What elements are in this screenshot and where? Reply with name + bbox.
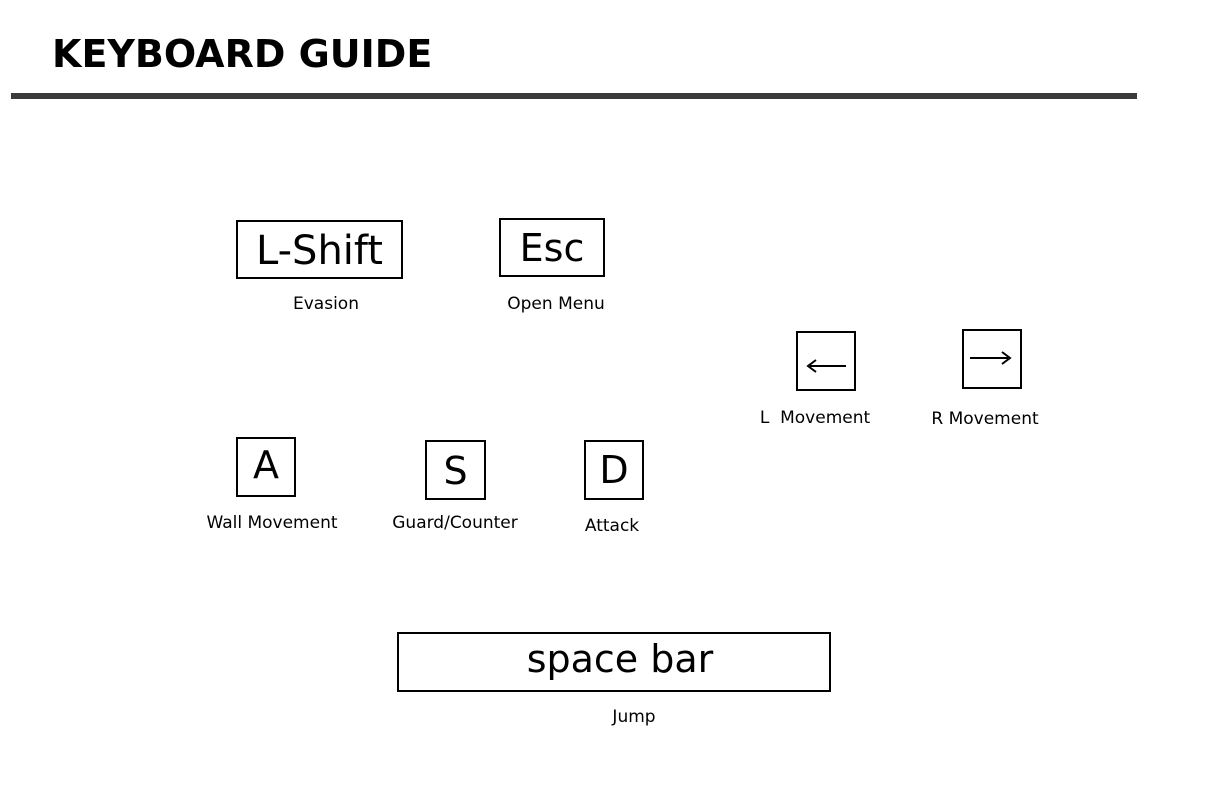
esc-key: Esc: [499, 218, 605, 277]
space-bar-key-label: space bar: [526, 637, 714, 681]
page-title: KEYBOARD GUIDE: [52, 32, 433, 76]
title-divider: [11, 93, 1137, 99]
space-bar-caption: Jump: [612, 707, 656, 727]
s-key-label: S: [443, 449, 468, 493]
left-arrow-caption: L Movement: [759, 408, 871, 428]
a-key: A: [236, 437, 296, 497]
s-key: S: [425, 440, 486, 500]
space-bar-key: space bar: [397, 632, 831, 692]
s-caption: Guard/Counter: [392, 513, 518, 533]
right-arrow-key: [962, 329, 1022, 389]
d-key: D: [584, 440, 644, 500]
a-key-label: A: [253, 443, 279, 487]
left-arrow-key: [796, 331, 856, 391]
right-arrow-caption: R Movement: [931, 409, 1039, 429]
lshift-caption: Evasion: [293, 294, 359, 314]
right-arrow-icon: [970, 351, 1012, 365]
left-arrow-icon: [806, 359, 846, 373]
lshift-key-label: L-Shift: [256, 227, 383, 274]
a-caption: Wall Movement: [206, 513, 338, 533]
d-caption: Attack: [584, 516, 640, 536]
esc-caption: Open Menu: [507, 294, 605, 314]
esc-key-label: Esc: [519, 225, 585, 270]
d-key-label: D: [599, 448, 629, 492]
lshift-key: L-Shift: [236, 220, 403, 279]
